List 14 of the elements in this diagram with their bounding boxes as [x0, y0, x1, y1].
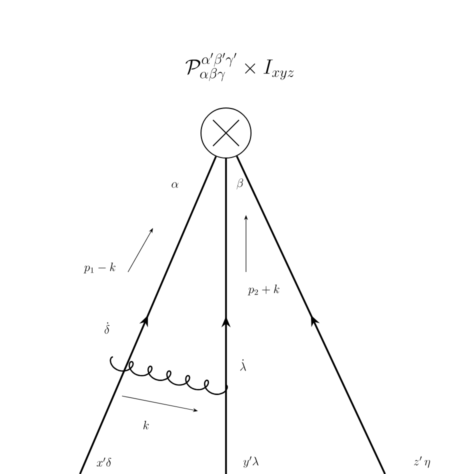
math-label: $\alpha$: [172, 182, 178, 188]
math-label: $k$: [143, 420, 149, 430]
fermion-line: [79, 156, 217, 474]
math-label: $p_1 - k$: [84, 262, 116, 274]
fermion-line: [236, 156, 386, 474]
math-label: $\dot{\lambda}$: [240, 359, 246, 371]
math-label: $\beta$: [236, 178, 244, 190]
vertex-circle: [200, 108, 252, 158]
math-label: $\dot{\delta}$: [104, 322, 110, 334]
line-end-label: $z'\,\eta$: [414, 456, 430, 468]
title: $\mathcal{P}_{\alpha\beta\gamma}^{\alpha'\beta'\gamma'} \times I_{xyz}$: [186, 52, 294, 82]
line-end-label: $x'\delta$: [96, 458, 112, 467]
line-end-label: $y'\lambda$: [243, 456, 258, 468]
math-label: $p_2 + k$: [248, 284, 280, 296]
